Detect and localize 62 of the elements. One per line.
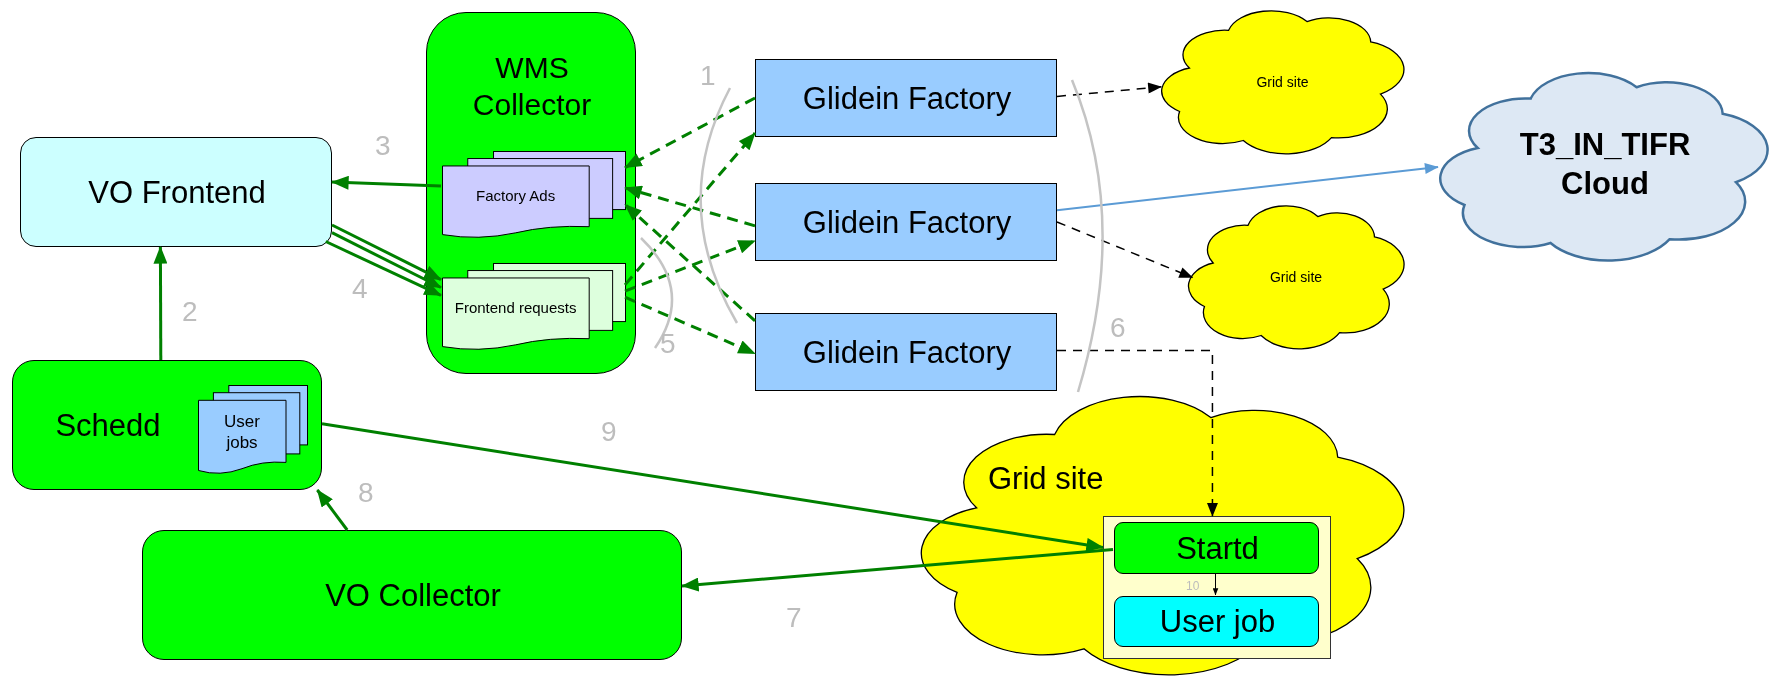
process-box [20, 137, 332, 247]
node-label: VO Frontend [88, 173, 266, 212]
arrow [153, 246, 168, 360]
arrow [325, 240, 442, 297]
node-label: Grid site [988, 460, 1104, 499]
step-number: 4 [352, 275, 368, 303]
process-box [755, 313, 1057, 391]
step-number: 9 [601, 418, 617, 446]
arrow [1056, 163, 1439, 212]
step-number: 1 [700, 62, 716, 90]
arrow [321, 422, 1104, 552]
arrow [624, 295, 756, 355]
arrow [681, 548, 1114, 592]
node-label: Startd [1176, 529, 1259, 568]
arrow [1212, 572, 1219, 596]
step-number: 8 [358, 479, 374, 507]
arrow [1056, 82, 1162, 98]
step-number: 10 [1186, 580, 1200, 592]
node-label: WMS Collector [471, 49, 593, 123]
arrow [331, 175, 442, 190]
node-label: Glidein Factory [802, 333, 1012, 372]
step-number: 5 [660, 330, 676, 358]
process-box [1114, 596, 1319, 647]
process-box [755, 59, 1057, 137]
node-label: Glidein Factory [802, 203, 1012, 242]
arrow [624, 203, 756, 322]
process-box [142, 530, 682, 660]
arrow [624, 239, 756, 293]
node-label: User jobs [223, 410, 261, 454]
arrow [331, 231, 442, 289]
step-number: 6 [1110, 314, 1126, 342]
process-box [12, 360, 322, 490]
node-label: Factory Ads [476, 187, 556, 207]
process-box [755, 183, 1057, 261]
cloud-shape [1438, 72, 1769, 262]
node-label: User job [1159, 603, 1276, 642]
arrow [1056, 349, 1218, 517]
node-label: VO Collector [325, 576, 501, 615]
arrow [624, 185, 756, 228]
node-label: Frontend requests [454, 299, 577, 319]
cloud-shape [1187, 205, 1405, 350]
node-label: T3_IN_TIFR Cloud [1518, 126, 1692, 203]
cloud-shape [1160, 10, 1405, 155]
document-stack [442, 151, 626, 239]
step-number: 7 [786, 604, 802, 632]
node-label: Grid site [1269, 268, 1323, 287]
node-label: Schedd [55, 406, 161, 445]
process-box [1114, 522, 1319, 574]
collector-box [426, 12, 636, 374]
step-number: 3 [375, 132, 391, 160]
step-number: 2 [182, 298, 198, 326]
arrow [624, 96, 756, 169]
arrow [623, 132, 757, 286]
arrow [331, 223, 442, 281]
document-stack [198, 385, 308, 475]
container-box [1103, 516, 1331, 659]
document-stack [442, 263, 626, 351]
arrow [316, 489, 349, 531]
cloud-shape [918, 395, 1406, 677]
arrow [1056, 221, 1194, 279]
node-label: Glidein Factory [802, 79, 1012, 118]
node-label: Grid site [1256, 73, 1309, 92]
